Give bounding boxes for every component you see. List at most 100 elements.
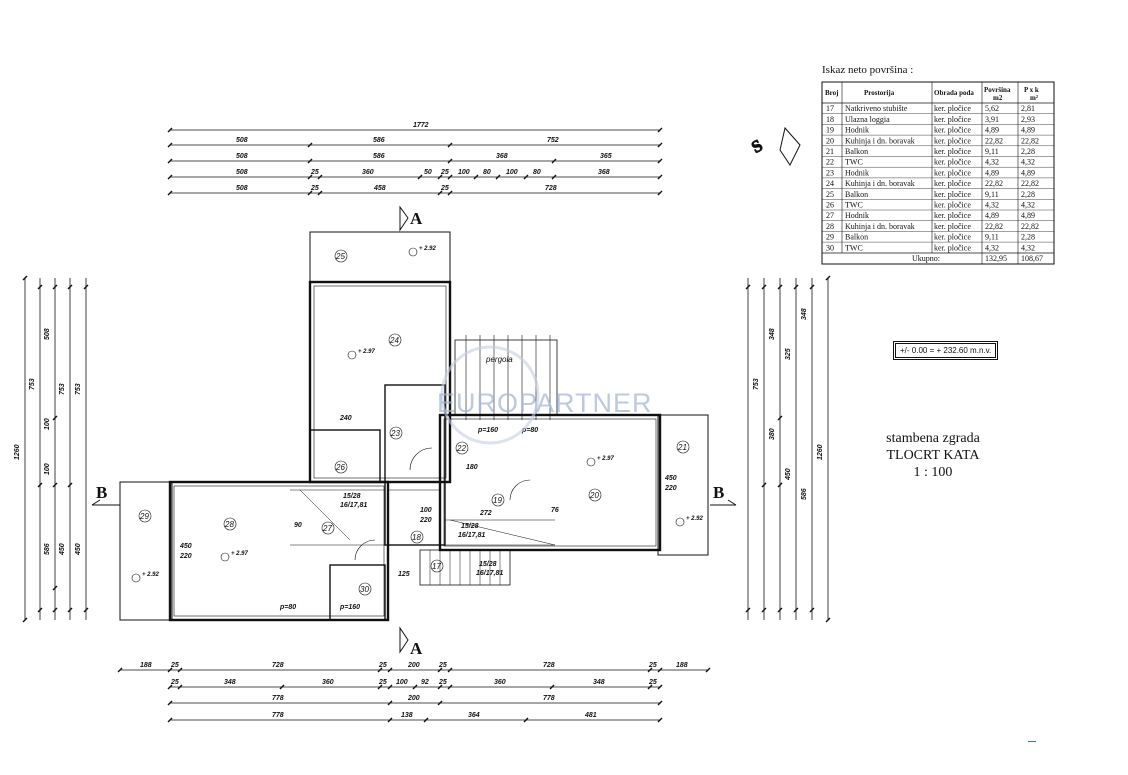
dim-label: 1260	[14, 444, 21, 460]
dim-label: 368	[598, 169, 610, 176]
table-cell: 21	[826, 147, 834, 156]
table-cell: 22,82	[1021, 222, 1039, 231]
dim-label: 100	[458, 169, 470, 176]
room-22-number: 22	[456, 444, 466, 453]
elevation-reference: +/- 0.00 = + 232.60 m.n.v.	[893, 341, 999, 360]
table-cell: TWC	[845, 243, 863, 252]
dim-label: 508	[236, 169, 248, 176]
section-a-bottom: A	[410, 639, 423, 658]
table-cell: 9,11	[985, 233, 999, 242]
dim-label: 25	[170, 679, 179, 686]
table-cell: 25	[826, 190, 834, 199]
dim-label: 753	[75, 383, 82, 395]
dim-label: 728	[543, 662, 555, 669]
table-cell: Kuhinja i dn. boravak	[845, 136, 915, 145]
table-cell: Kuhinja i dn. boravak	[845, 222, 915, 231]
table-cell: Ulazna loggia	[845, 115, 890, 124]
bottom-dimension-labels: 188 25 728 25 200 25 728 25 188 25 348 3…	[140, 662, 688, 719]
table-header: Prostorija	[864, 89, 895, 97]
dim-label: 1260	[817, 444, 824, 460]
dim-label: 220	[419, 517, 432, 524]
table-cell: ker. pločice	[934, 158, 971, 167]
table-cell: 4,32	[1021, 158, 1035, 167]
room-numbers	[138, 249, 690, 596]
stair-note: 16/17,81	[340, 502, 367, 509]
table-cell: ker. pločice	[934, 190, 971, 199]
dim-label: 220	[664, 485, 677, 492]
dim-label: 348	[801, 308, 808, 320]
table-cell: 4,32	[985, 158, 999, 167]
drawing-scale: 1 : 100	[913, 465, 953, 480]
table-cell: Balkon	[845, 147, 868, 156]
table-cell: 26	[826, 201, 834, 210]
stair-note: 16/17,81	[458, 532, 485, 539]
dim-label: 80	[533, 169, 541, 176]
dim-label: p=160	[477, 427, 498, 434]
table-cell: 4,89	[985, 211, 999, 220]
dim-label: 450	[785, 468, 792, 481]
room-17-number: 17	[432, 562, 441, 571]
dim-label: 360	[494, 679, 506, 686]
level-label: + 2.97	[597, 456, 615, 462]
dim-label: 364	[468, 712, 480, 719]
walls	[119, 231, 709, 622]
dim-label: 450	[59, 543, 66, 556]
dim-label: 25	[310, 185, 319, 192]
table-cell: ker. pločice	[934, 147, 971, 156]
dim-label: 508	[236, 185, 248, 192]
dim-label: 753	[29, 378, 36, 390]
table-cell: 27	[826, 211, 834, 220]
dim-label: p=160	[339, 604, 360, 611]
level-label: + 2.92	[686, 516, 704, 522]
table-cell: Balkon	[845, 233, 868, 242]
title-block: stambena zgrada TLOCRT KATA 1 : 100	[878, 430, 988, 481]
dim-label: p=80	[279, 604, 296, 611]
bottom-dimension-chains	[117, 667, 711, 723]
dim-label: 508	[236, 153, 248, 160]
area-table	[821, 81, 1055, 265]
stair-note: 15/28	[461, 523, 479, 530]
table-cell: Kuhinja i dn. boravak	[845, 179, 915, 188]
dim-label: 200	[407, 662, 420, 669]
table-cell: 2,93	[1021, 115, 1035, 124]
table-cell: ker. pločice	[934, 201, 971, 210]
section-a-top: A	[410, 209, 423, 228]
level-label: + 2.97	[231, 551, 249, 557]
dim-label: 100	[506, 169, 518, 176]
table-cell: 9,11	[985, 190, 999, 199]
dim-label: 360	[362, 169, 374, 176]
table-cell: 2,28	[1021, 147, 1035, 156]
dim-label: 586	[801, 488, 808, 500]
table-cell: Hodnik	[845, 168, 869, 177]
section-arrow-icon	[399, 205, 409, 232]
dim-label: 778	[543, 695, 555, 702]
north-label: S	[748, 136, 766, 157]
right-dimension-labels: 753 348 380 325 450 348 586 1260	[753, 308, 824, 500]
table-cell: 23	[826, 168, 834, 177]
left-dimension-labels: 1260 753 508 586 753 450 753 450 100 100	[14, 328, 82, 556]
table-cell: 2,28	[1021, 233, 1035, 242]
table-header: Obrada poda	[934, 89, 974, 97]
table-cell: 22,82	[1021, 136, 1039, 145]
dim-label: 25	[440, 169, 449, 176]
dim-label: 586	[373, 137, 385, 144]
table-cell: 5,62	[985, 104, 999, 113]
room-20-number: 20	[589, 491, 599, 500]
table-cell: 28	[826, 222, 834, 231]
dim-label: 92	[421, 679, 429, 686]
table-header: m2	[993, 94, 1003, 102]
room-27-number: 27	[322, 524, 332, 533]
table-cell: 4,32	[985, 201, 999, 210]
table-cell: 4,89	[985, 126, 999, 135]
area-table-caption: Iskaz neto površina :	[822, 64, 914, 76]
level-label: + 2.97	[358, 349, 376, 355]
table-cell: 2,28	[1021, 190, 1035, 199]
table-cell: 4,89	[1021, 168, 1035, 177]
dim-overall-width: 1772	[413, 122, 429, 129]
north-arrow-icon: S	[748, 126, 801, 166]
table-total-area: 132,95	[985, 254, 1007, 263]
table-header: Broj	[825, 89, 838, 97]
table-cell: ker. pločice	[934, 126, 971, 135]
